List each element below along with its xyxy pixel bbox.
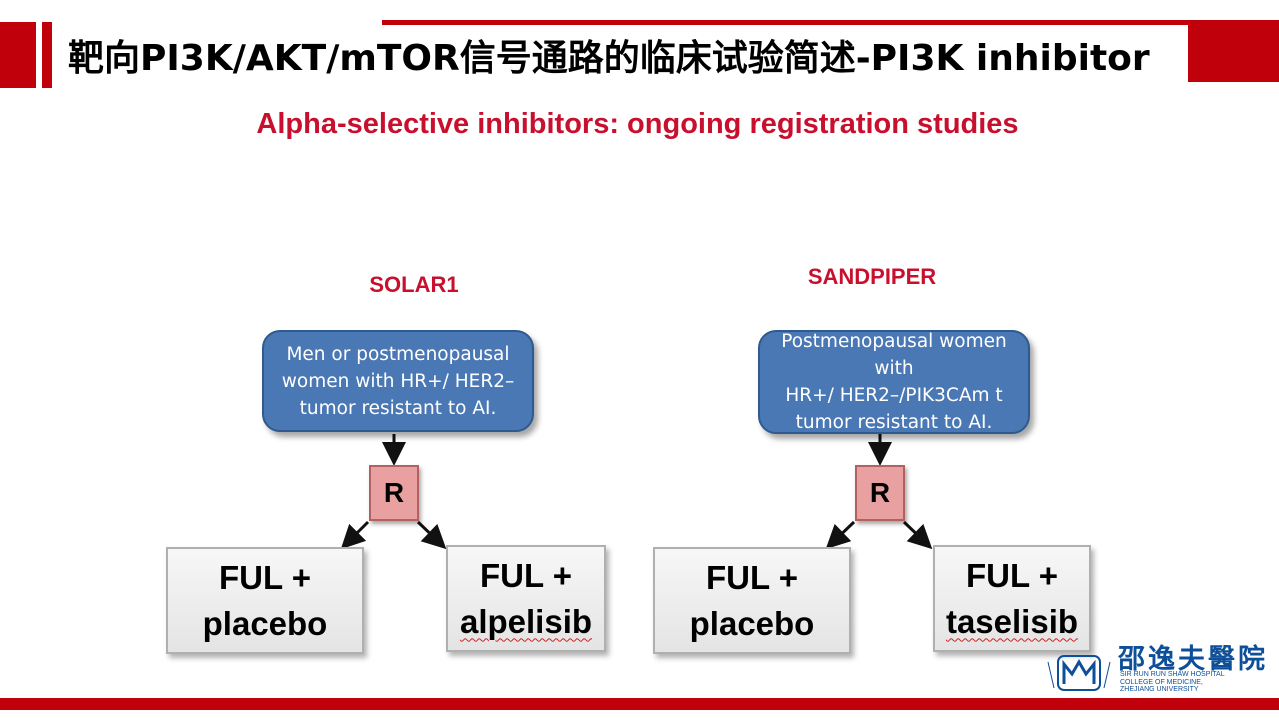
arm-label-line1: FUL +: [966, 556, 1058, 594]
arm-box-sandpiper-placebo: FUL + placebo: [653, 547, 851, 654]
slide-subtitle: Alpha-selective inhibitors: ongoing regi…: [256, 108, 1019, 140]
header-right-block: [1188, 25, 1279, 82]
arrow-r-to-placebo-solar1: [340, 520, 370, 550]
arm-box-solar1-alpelisib: FUL + alpelisib: [446, 545, 606, 652]
hospital-chinese-name: 邵逸夫醫院: [1118, 644, 1268, 675]
arrow-r-to-placebo-sandpiper: [825, 520, 856, 550]
header-accent-stripe: [42, 22, 52, 88]
arm-label-line2: placebo: [202, 604, 328, 642]
trial-name-sandpiper: SANDPIPER: [807, 264, 937, 289]
arm-label-line1: FUL +: [706, 558, 798, 596]
header-accent-block: [0, 22, 36, 88]
trial-name-solar1: SOLAR1: [369, 272, 459, 297]
hospital-emblem-icon: [1047, 655, 1111, 691]
arrow-r-to-alpelisib-solar1: [416, 520, 447, 550]
arm-box-sandpiper-taselisib: FUL + taselisib: [933, 545, 1091, 652]
arm-label-line1: FUL +: [480, 556, 572, 594]
header-top-rule: [382, 20, 1279, 25]
randomization-box-solar1: R: [369, 465, 419, 521]
arm-label-line1: FUL +: [219, 558, 311, 596]
population-callout-solar1: Men or postmenopausal women with HR+/ HE…: [262, 330, 534, 432]
arm-box-solar1-placebo: FUL + placebo: [166, 547, 364, 654]
page-title: 靶向PI3K/AKT/mTOR信号通路的临床试验简述-PI3K inhibito…: [68, 38, 1150, 79]
randomization-box-sandpiper: R: [855, 465, 905, 521]
arm-label-line2: placebo: [689, 604, 815, 642]
footer-bar: [0, 698, 1279, 710]
arm-label-line2: taselisib: [945, 602, 1079, 640]
hospital-english-name: SIR RUN RUN SHAW HOSPITAL COLLEGE OF MED…: [1120, 671, 1225, 693]
arm-label-line2: alpelisib: [459, 602, 593, 640]
arrow-r-to-taselisib-sandpiper: [902, 520, 933, 550]
population-callout-sandpiper: Postmenopausal women with HR+/ HER2–/PIK…: [758, 330, 1030, 434]
